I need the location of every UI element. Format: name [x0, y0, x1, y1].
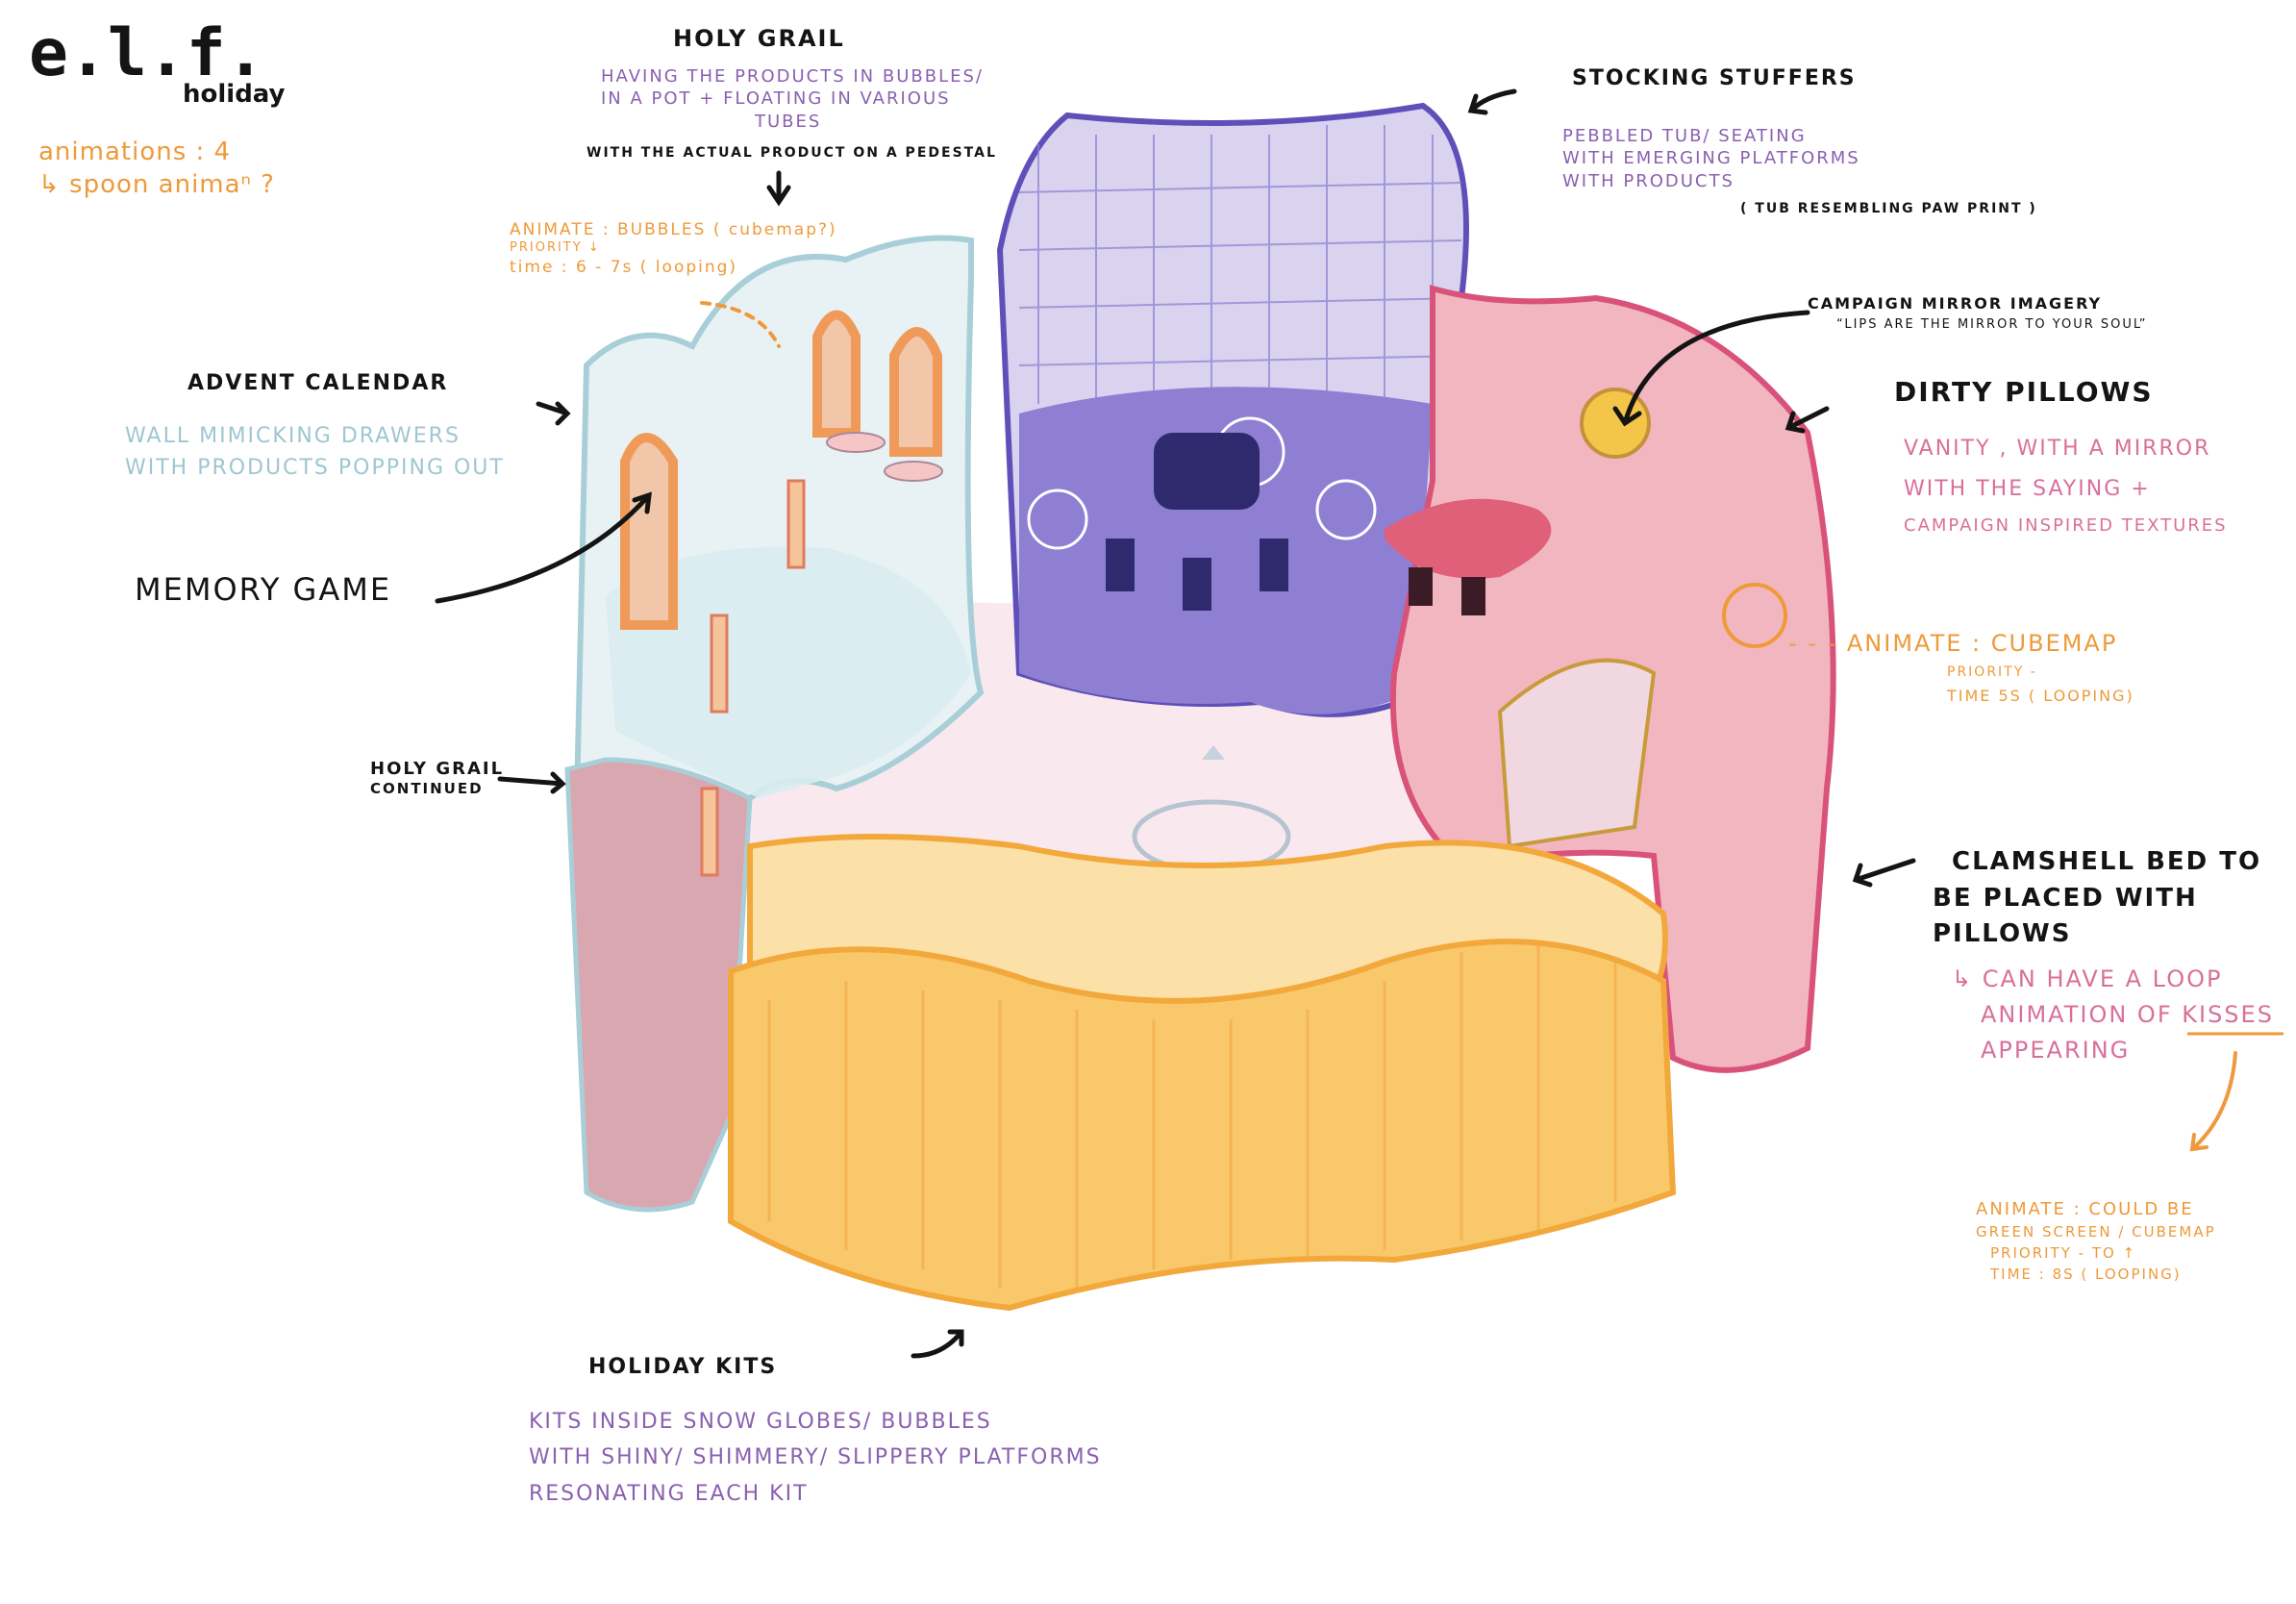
kits-desc-3: RESONATING EACH KIT [529, 1481, 809, 1506]
rose-base [564, 757, 753, 1213]
pedestal-1 [786, 479, 806, 569]
holy-grail-title: HOLY GRAIL [673, 25, 845, 52]
arch-2 [812, 310, 861, 438]
holy-anim-2: PRIORITY ↓ [510, 240, 601, 256]
bed-headboard [1497, 658, 1657, 849]
holy-grail-desc-2: IN A POT + FLOATING IN VARIOUS [601, 88, 951, 110]
dirty-desc-3: CAMPAIGN INSPIRED TEXTURES [1904, 514, 2228, 536]
bubble-3 [1315, 479, 1377, 540]
campaign-title: CAMPAIGN MIRROR IMAGERY [1808, 294, 2103, 313]
vanity-item-1 [1409, 567, 1433, 606]
stuffer-seat [1154, 433, 1260, 510]
orange-stripes [767, 942, 1617, 1289]
cubemap-anim-1: - - - ANIMATE : CUBEMAP [1788, 630, 2118, 657]
arrow-clamshell [1852, 858, 1916, 888]
arrow-kits [911, 1329, 964, 1359]
orange-body [728, 939, 1677, 1312]
arrow-holy-cont [497, 771, 566, 794]
stocking-desc-2: WITH EMERGING PLATFORMS [1562, 148, 1860, 169]
arrow-campaign [1612, 310, 1810, 427]
animations-note: animations : 4 ↳ spoon animaⁿ ? [38, 137, 275, 202]
holy-grail-anim: ANIMATE : BUBBLES ( cubemap?) PRIORITY ↓… [510, 219, 837, 278]
clamshell-title: CLAMSHELL BED TO BE PLACED WITH PILLOWS [1933, 844, 2262, 953]
holy-grail-extra: WITH THE ACTUAL PRODUCT ON A PEDESTAL [586, 145, 997, 161]
holy-grail-desc-3: TUBES [755, 111, 822, 132]
cubemap-anim: - - - ANIMATE : CUBEMAP PRIORITY - TIME … [1788, 625, 2134, 708]
arrow-holy-grail [766, 170, 791, 207]
cubemap-anim-2: PRIORITY - [1947, 664, 2037, 681]
kits-desc-2: WITH SHINY/ SHIMMERY/ SLIPPERY PLATFORMS [529, 1445, 1102, 1470]
lips [1385, 498, 1552, 579]
arrow-kisses [2189, 1051, 2237, 1152]
kits-title: HOLIDAY KITS [588, 1355, 778, 1379]
green-anim: ANIMATE : COULD BE GREEN SCREEN / CUBEMA… [1976, 1197, 2216, 1285]
animations-line-2: ↳ spoon animaⁿ ? [38, 169, 275, 199]
clamshell-desc: ↳ CAN HAVE A LOOP ANIMATION OF KISSES AP… [1952, 962, 2274, 1069]
orange-arrows [700, 301, 2237, 1152]
cake-1 [826, 432, 886, 453]
brand-subtitle: holiday [183, 80, 286, 109]
teal-floor [606, 546, 971, 798]
dirty-desc-2: WITH THE SAYING + [1904, 476, 2151, 501]
holy-anim-1: ANIMATE : BUBBLES ( cubemap?) [510, 220, 837, 239]
holy-grail-desc: HAVING THE PRODUCTS IN BUBBLES/ IN A POT… [601, 65, 984, 133]
green-anim-2: GREEN SCREEN / CUBEMAP [1976, 1223, 2216, 1241]
advent-desc-1: WALL MIMICKING DRAWERS [125, 424, 461, 448]
brand-logo: e.l.f. [29, 15, 265, 91]
clamshell-desc-3: APPEARING [1981, 1037, 2131, 1065]
arrow-memory [435, 491, 652, 604]
stocking-extra: ( TUB RESEMBLING PAW PRINT ) [1740, 201, 2037, 216]
advent-desc-2: WITH PRODUCTS POPPING OUT [125, 456, 505, 480]
cubemap-anim-3: TIME 5s ( looping) [1947, 686, 2134, 705]
advent-desc: WALL MIMICKING DRAWERS WITH PRODUCTS POP… [125, 420, 505, 484]
holy-grail-desc-1: HAVING THE PRODUCTS IN BUBBLES/ [601, 66, 984, 87]
arrow-dirty [1784, 406, 1830, 434]
clamshell-title-2: BE PLACED WITH [1933, 883, 2198, 913]
holy-cont-2: CONTINUED [370, 780, 484, 798]
arrows [435, 88, 1916, 1359]
kits-desc-1: KITS INSIDE SNOW GLOBES/ BUBBLES [529, 1410, 992, 1434]
clamshell-desc-2: ANIMATION OF KISSES [1981, 1001, 2274, 1029]
memory-title: MEMORY GAME [135, 571, 392, 608]
purple-grid [1018, 125, 1462, 404]
arch-3 [889, 327, 942, 457]
animations-line-1: animations : 4 [38, 138, 232, 166]
holy-cont: HOLY GRAIL CONTINUED [370, 758, 504, 799]
pedestal-2 [710, 614, 729, 714]
cake-2 [884, 461, 943, 482]
holy-cont-1: HOLY GRAIL [370, 759, 505, 779]
kits-desc: KITS INSIDE SNOW GLOBES/ BUBBLES WITH SH… [529, 1404, 1102, 1512]
stocking-title: STOCKING STUFFERS [1572, 66, 1857, 90]
arrow-stocking [1467, 88, 1517, 115]
purple-floor [1019, 387, 1433, 714]
kiss-circle [1722, 583, 1787, 648]
dirty-desc-1: VANITY , WITH A MIRROR [1904, 437, 2211, 461]
stocking-desc-1: PEBBLED TUB/ SEATING [1562, 126, 1807, 146]
dirty-title: DIRTY PILLOWS [1894, 376, 2154, 408]
medallion-top [1202, 745, 1225, 760]
clamshell-desc-1: ↳ CAN HAVE A LOOP [1952, 965, 2223, 992]
pedestal-3 [700, 787, 719, 877]
clamshell-title-1: CLAMSHELL BED TO [1952, 847, 2262, 876]
stocking-desc-3: WITH PRODUCTS [1562, 170, 1734, 191]
dirty-desc: VANITY , WITH A MIRROR WITH THE SAYING +… [1904, 429, 2228, 542]
arrow-advent [536, 401, 571, 426]
green-anim-3: PRIORITY - to ↑ [1990, 1243, 2137, 1262]
vanity-item-2 [1461, 577, 1485, 615]
stocking-desc: PEBBLED TUB/ SEATING WITH EMERGING PLATF… [1562, 125, 1860, 192]
advent-title: ADVENT CALENDAR [187, 371, 449, 395]
green-anim-1: ANIMATE : COULD BE [1976, 1199, 2194, 1219]
clamshell-title-3: PILLOWS [1933, 919, 2072, 949]
stuffer-1 [1106, 539, 1135, 591]
mirror [1580, 388, 1651, 459]
arrow-holy-anim [700, 301, 781, 348]
arch-1 [620, 433, 678, 630]
campaign-quote: “LIPS ARE THE MIRROR TO YOUR SOUL” [1836, 317, 2148, 332]
holy-anim-3: time : 6 - 7s ( looping) [510, 257, 738, 277]
green-anim-4: TIME : 8s ( looping) [1990, 1265, 2182, 1283]
stuffer-2 [1183, 558, 1211, 611]
stuffer-3 [1260, 539, 1288, 591]
bubble-1 [1027, 489, 1088, 550]
